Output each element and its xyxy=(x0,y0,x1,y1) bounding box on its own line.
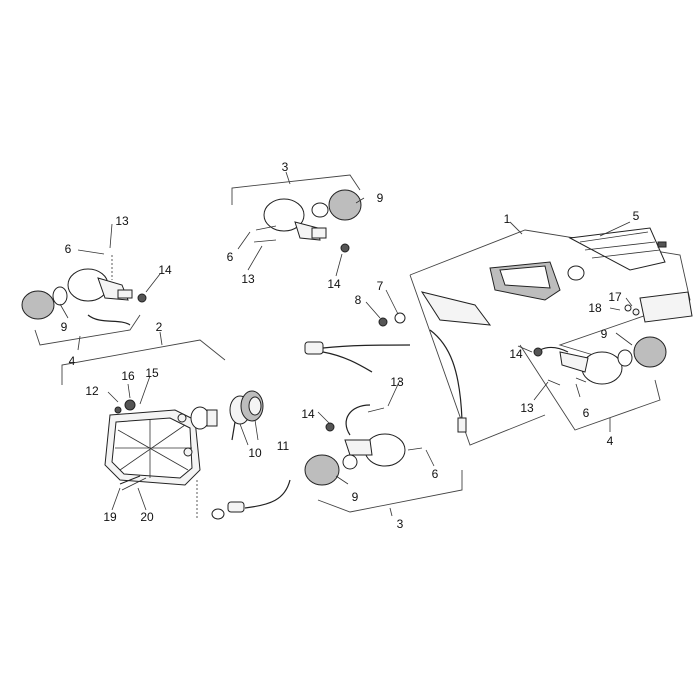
callout-16: 16 xyxy=(121,369,135,383)
callout-14-top: 14 xyxy=(327,277,341,291)
leader-lines xyxy=(59,197,633,511)
callout-4-right: 4 xyxy=(607,434,614,448)
left-turn-signal xyxy=(21,255,147,326)
group-3-bottom-bracket xyxy=(317,470,463,513)
headlight-harness xyxy=(196,479,291,520)
bottom-turn-signal xyxy=(304,404,423,486)
callout-labels: 1 2 3 3 4 4 5 6 6 6 6 7 8 9 9 9 9 10 11 … xyxy=(61,160,640,531)
right-turn-signal xyxy=(533,336,667,386)
tail-light-assembly xyxy=(420,261,585,433)
callout-14-right: 14 xyxy=(509,347,523,361)
callout-19: 19 xyxy=(103,510,117,524)
callout-1: 1 xyxy=(504,212,511,226)
callout-18: 18 xyxy=(588,301,602,315)
callout-9-left: 9 xyxy=(61,320,68,334)
callout-9-top: 9 xyxy=(377,191,384,205)
group-4-left-bracket xyxy=(34,314,141,346)
tail-lens xyxy=(568,227,667,271)
callout-13-bottom: 13 xyxy=(390,375,404,389)
callout-13-top: 13 xyxy=(241,272,255,286)
callout-3-top: 3 xyxy=(282,160,289,174)
group-4-right-bracket xyxy=(519,344,661,431)
callout-5: 5 xyxy=(633,209,640,223)
callout-6-right: 6 xyxy=(583,406,590,420)
callout-20: 20 xyxy=(140,510,154,524)
callout-4-left: 4 xyxy=(69,354,76,368)
callout-13-right: 13 xyxy=(520,401,534,415)
callout-10: 10 xyxy=(248,446,262,460)
callout-14-left: 14 xyxy=(158,263,172,277)
callout-3-bottom: 3 xyxy=(397,517,404,531)
callout-6-left: 6 xyxy=(65,242,72,256)
rubber-cap xyxy=(240,390,264,422)
callout-6-top: 6 xyxy=(227,250,234,264)
center-harness xyxy=(304,312,411,373)
callout-14-bottom: 14 xyxy=(301,407,315,421)
callout-7: 7 xyxy=(377,279,384,293)
plate-bracket xyxy=(624,291,693,323)
callout-2: 2 xyxy=(156,320,163,334)
callout-11: 11 xyxy=(277,439,290,453)
callout-8: 8 xyxy=(355,293,362,307)
top-turn-signal xyxy=(253,189,362,253)
headlight-bulb xyxy=(190,406,218,430)
callout-17: 17 xyxy=(608,290,622,304)
callout-12: 12 xyxy=(85,384,99,398)
group-3-top-bracket xyxy=(231,174,361,205)
headlight-housing xyxy=(104,399,201,486)
callout-13-left: 13 xyxy=(115,214,129,228)
callout-6-bottom: 6 xyxy=(432,467,439,481)
callout-9-right: 9 xyxy=(601,327,608,341)
callout-15: 15 xyxy=(145,366,159,380)
group-1-bracket xyxy=(409,229,691,446)
adjust-screw xyxy=(119,475,147,491)
callout-9-bottom: 9 xyxy=(352,490,359,504)
group-2-bracket xyxy=(61,339,226,385)
